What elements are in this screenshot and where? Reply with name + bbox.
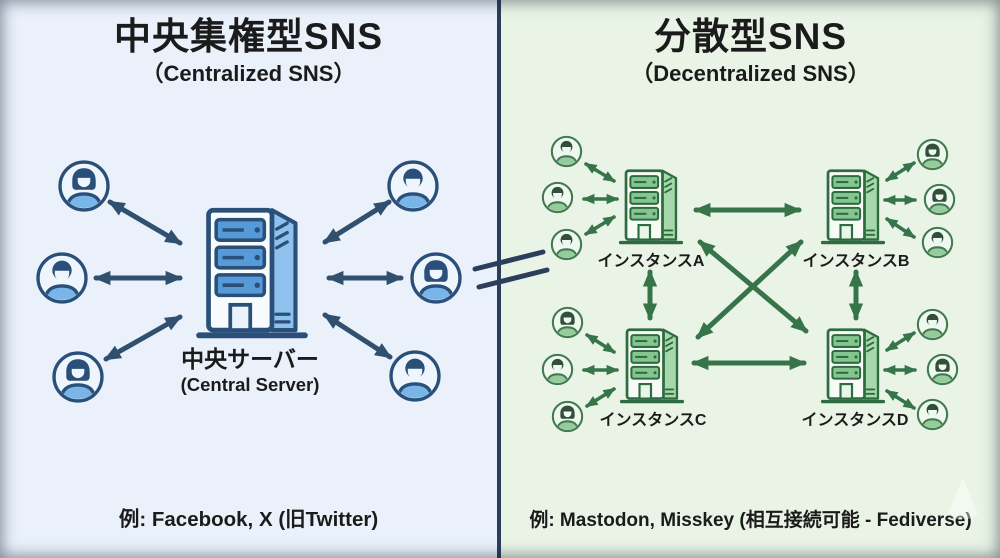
panel-divider: [497, 0, 501, 558]
centralized-example: 例: Facebook, X (旧Twitter): [118, 508, 379, 531]
centralized-subtitle: （Centralized SNS）: [141, 61, 356, 86]
decentralized-example: 例: Mastodon, Misskey (相互接続可能 - Fediverse…: [529, 510, 972, 531]
central-server-label-en: (Central Server): [180, 374, 320, 395]
instance-c-label: インスタンスC: [599, 412, 707, 429]
central-server-label-jp: 中央サーバー: [181, 346, 319, 372]
decentralized-panel: 分散型SNS （Decentralized SNS） 例: Mastodon, …: [501, 0, 1000, 558]
decentralized-title: 分散型SNS: [653, 16, 848, 57]
centralized-title-block: 中央集権型SNS （Centralized SNS）: [0, 16, 497, 88]
instance-a-label: インスタンスA: [597, 253, 705, 270]
centralized-panel: 中央集権型SNS （Centralized SNS） 中央サーバー (Centr…: [0, 0, 497, 558]
centralized-title: 中央集権型SNS: [113, 16, 384, 57]
central-server-label: 中央サーバー (Central Server): [140, 346, 360, 397]
decentralized-subtitle: （Decentralized SNS）: [631, 61, 870, 86]
instance-b-label: インスタンスB: [802, 253, 910, 270]
instance-d-label: インスタンスD: [801, 412, 909, 429]
decentralized-title-block: 分散型SNS （Decentralized SNS）: [501, 16, 1000, 88]
